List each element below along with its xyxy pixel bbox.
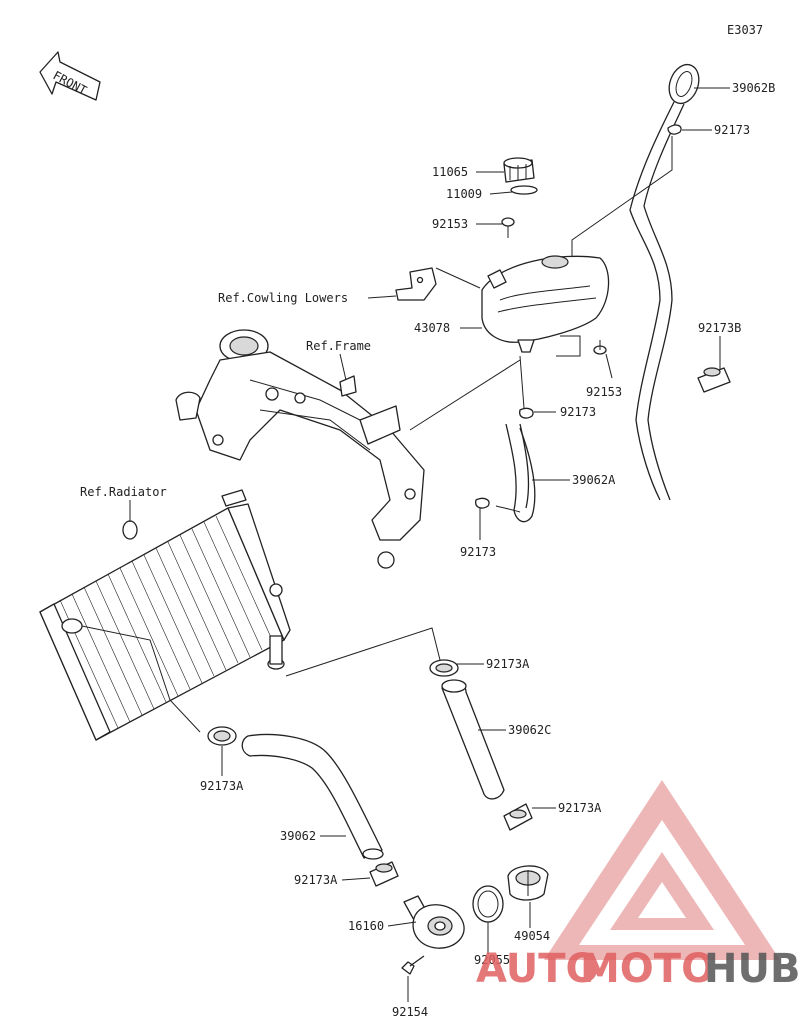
label-92153-right: 92153: [586, 385, 622, 399]
reservoir-tank: [481, 255, 610, 353]
label-92173A-pump: 92173A: [294, 873, 338, 887]
label-49054: 49054: [514, 929, 550, 943]
clamp-92173B: [697, 367, 731, 393]
o-ring: [472, 885, 504, 923]
clamp-92173A-right: [429, 659, 459, 677]
water-pump: [403, 895, 465, 949]
label-43078: 43078: [414, 321, 450, 335]
label-ref-cowling: Ref.Cowling Lowers: [218, 291, 348, 305]
frame-reference: [175, 329, 425, 569]
bolt-92153-top: [501, 217, 515, 238]
radiator-reference: [39, 489, 291, 741]
diagram-code: E3037: [727, 23, 763, 37]
hose-39062: [241, 733, 384, 860]
watermark-text: AUTO MOTO HUB: [476, 946, 800, 992]
watermark-auto: AUTO: [476, 946, 600, 992]
label-92173-mid: 92173: [560, 405, 596, 419]
label-11065: 11065: [432, 165, 468, 179]
label-92173A-bottom: 92173A: [558, 801, 602, 815]
clip-92173-low: [475, 497, 490, 509]
bolt-92154: [401, 955, 425, 975]
cowling-bracket: [395, 267, 437, 301]
hose-39062C: [441, 679, 505, 800]
watermark-hub: HUB: [704, 946, 800, 992]
label-92173A-left: 92173A: [200, 779, 244, 793]
clamp-92173A-pump: [369, 861, 399, 887]
clamp-92173A-bottom: [503, 803, 533, 831]
label-11009: 11009: [446, 187, 482, 201]
label-92173A-right: 92173A: [486, 657, 530, 671]
clamp-92173A-left: [207, 726, 237, 746]
clip-92173-top: [667, 124, 682, 135]
label-92173-low: 92173: [460, 545, 496, 559]
label-16160: 16160: [348, 919, 384, 933]
clip-92173-mid: [519, 407, 534, 419]
label-92173B: 92173B: [698, 321, 741, 335]
thermostat: [507, 865, 549, 901]
label-ref-frame: Ref.Frame: [306, 339, 371, 353]
bolt-92153-right: [593, 340, 607, 355]
hose-39062A: [495, 423, 536, 523]
label-39062A: 39062A: [572, 473, 616, 487]
watermark-logo: [544, 780, 780, 960]
label-92154: 92154: [392, 1005, 428, 1019]
leader-lines: [81, 87, 730, 1002]
watermark-moto: MOTO: [580, 946, 715, 992]
label-39062: 39062: [280, 829, 316, 843]
label-39062C: 39062C: [508, 723, 551, 737]
breather-hose-39062B: [629, 63, 700, 501]
label-92055: 92055: [474, 953, 510, 967]
cap-gasket: [510, 185, 538, 195]
reservoir-cap: [503, 157, 535, 183]
label-ref-radiator: Ref.Radiator: [80, 485, 167, 499]
label-92173-top: 92173: [714, 123, 750, 137]
label-92153-top: 92153: [432, 217, 468, 231]
front-arrow: FRONT: [39, 51, 101, 101]
label-39062B: 39062B: [732, 81, 775, 95]
